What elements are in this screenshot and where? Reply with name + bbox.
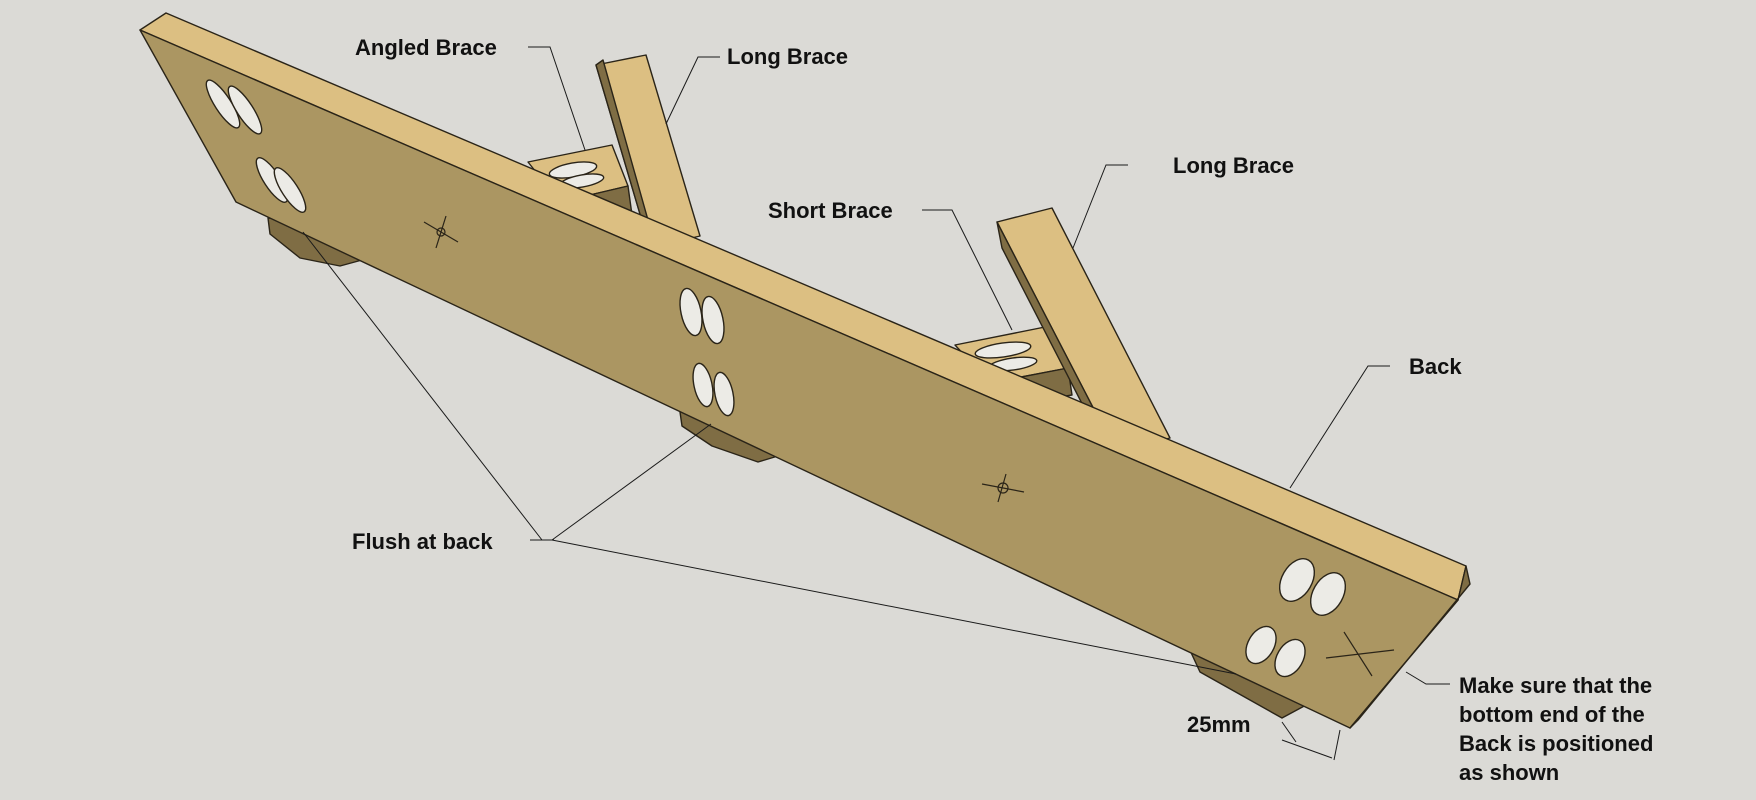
dimension-ext-1 [1281,721,1297,743]
leader-lines [302,46,1450,761]
note-line-1: Make sure that the [1459,673,1652,698]
back-board-end-grain [1349,565,1471,729]
label-long-brace-2: Long Brace [1173,153,1294,178]
leader-flush-3 [551,539,1237,675]
label-back: Back [1409,354,1462,379]
back-board-top-edge [139,12,1467,601]
back-board [139,12,1471,729]
leader-long-brace-2 [1072,164,1128,249]
note-line-4: as shown [1459,760,1559,785]
label-short-brace: Short Brace [768,198,893,223]
label-note: Make sure that the bottom end of the Bac… [1459,673,1660,785]
note-line-2: bottom end of the [1459,702,1645,727]
back-board-face [139,29,1459,729]
pocket-hole [1309,572,1347,616]
leader-short-brace [922,209,1013,331]
dimension-ext-2 [1333,729,1341,761]
leader-flush-1 [302,231,543,541]
note-line-3: Back is positioned [1459,731,1653,756]
screw-mark-line [981,483,1025,493]
pocket-hole [713,371,735,417]
leader-note [1405,671,1450,685]
pocket-hole [273,167,307,213]
screw-mark-circle [436,227,446,237]
screw-mark-line [1325,649,1395,659]
leader-back [1289,365,1390,489]
screw-mark-circle [997,482,1009,494]
label-dimension: 25mm [1187,712,1251,737]
leader-angled-brace [528,46,586,151]
screw-mark-line [435,215,447,249]
pocket-hole [701,295,725,345]
pocket-hole [692,362,714,408]
screw-mark-line [1343,631,1373,677]
labels: Angled Brace Long Brace Long Brace Short… [352,35,1660,785]
pocket-holes [205,79,1347,678]
pocket-hole [1274,638,1306,678]
leader-flush-2 [551,423,712,541]
screw-mark-line [997,473,1007,503]
pocket-hole [205,79,241,129]
dimension-line [1281,739,1333,759]
leader-long-brace-1 [665,56,720,125]
pocket-hole [974,341,1032,359]
pocket-hole [1245,625,1277,665]
screw-marks [423,215,1395,677]
label-long-brace-1: Long Brace [727,44,848,69]
label-flush-at-back: Flush at back [352,529,493,554]
pocket-hole [679,287,703,337]
label-angled-brace: Angled Brace [355,35,497,60]
pocket-hole [227,85,263,135]
pocket-hole [1278,558,1316,602]
